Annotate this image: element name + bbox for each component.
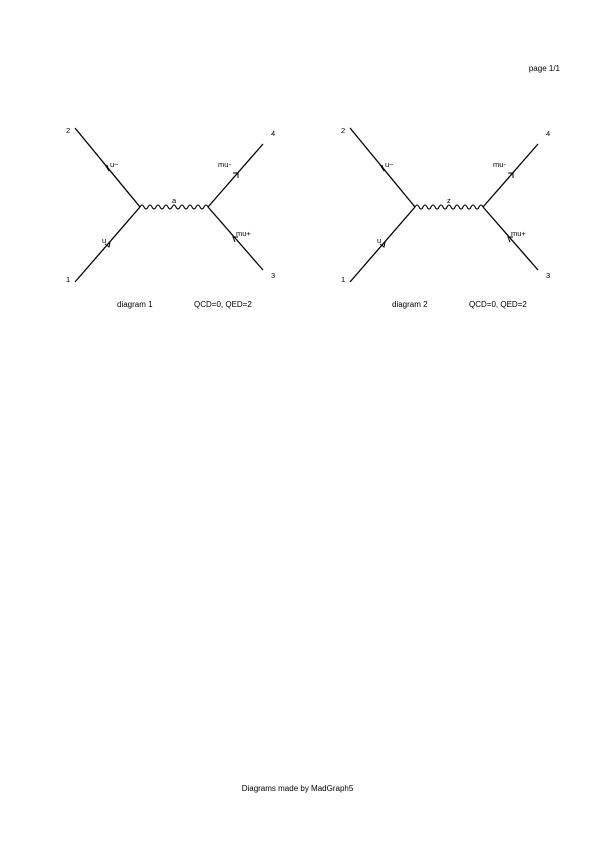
incoming-quark-line [349, 206, 416, 283]
particle-label-antimuon: mu+ [511, 229, 526, 238]
diagram-2-caption: diagram 2 [392, 300, 428, 309]
diagram-1-coupling-orders: QCD=0, QED=2 [194, 300, 252, 309]
diagram-1-caption: diagram 1 [117, 300, 153, 309]
diagram-1-svg: 2 1 4 3 u~ u a mu- mu+ [66, 126, 275, 284]
particle-label-muon: mu- [493, 160, 506, 169]
outgoing-muon-line [207, 143, 264, 208]
diagram-2-coupling-orders: QCD=0, QED=2 [469, 300, 527, 309]
outgoing-muon-line [482, 143, 539, 208]
particle-label-quark: u [377, 236, 381, 245]
arrow-muon [508, 172, 514, 178]
propagator-label: a [172, 196, 177, 205]
photon-propagator [139, 204, 209, 210]
diagram-2-svg: 2 1 4 3 u~ u z mu- mu+ [341, 126, 550, 284]
leg-number-3: 3 [546, 271, 550, 280]
particle-label-quark: u [102, 236, 106, 245]
particle-label-antiquark: u~ [110, 160, 119, 169]
arrow-quark [104, 241, 111, 248]
outgoing-antimuon-line [207, 206, 264, 271]
leg-number-3: 3 [271, 271, 275, 280]
feynman-diagram-1: 2 1 4 3 u~ u a mu- mu+ diagram 1 QCD=0, … [60, 118, 300, 318]
outgoing-antimuon-line [482, 206, 539, 271]
page-number: page 1/1 [528, 64, 560, 73]
arrow-quark [379, 241, 386, 248]
arrow-antimuon [232, 236, 238, 243]
particle-label-antiquark: u~ [385, 160, 394, 169]
footer-credit: Diagrams made by MadGraph5 [241, 784, 354, 793]
leg-number-4: 4 [546, 129, 550, 138]
arrow-antimuon [507, 236, 513, 243]
leg-number-1: 1 [66, 275, 70, 284]
z-boson-propagator [414, 204, 484, 210]
propagator-label: z [447, 196, 451, 205]
leg-number-2: 2 [341, 126, 345, 135]
feynman-diagram-2: 2 1 4 3 u~ u z mu- mu+ diagram 2 QCD=0, … [335, 118, 575, 318]
arrow-muon [233, 172, 239, 178]
arrow-antiquark [103, 162, 110, 172]
particle-label-antimuon: mu+ [236, 229, 251, 238]
leg-number-1: 1 [341, 275, 345, 284]
leg-number-4: 4 [271, 129, 275, 138]
incoming-quark-line [74, 206, 141, 283]
arrow-antiquark [378, 162, 385, 172]
leg-number-2: 2 [66, 126, 70, 135]
particle-label-muon: mu- [218, 160, 231, 169]
